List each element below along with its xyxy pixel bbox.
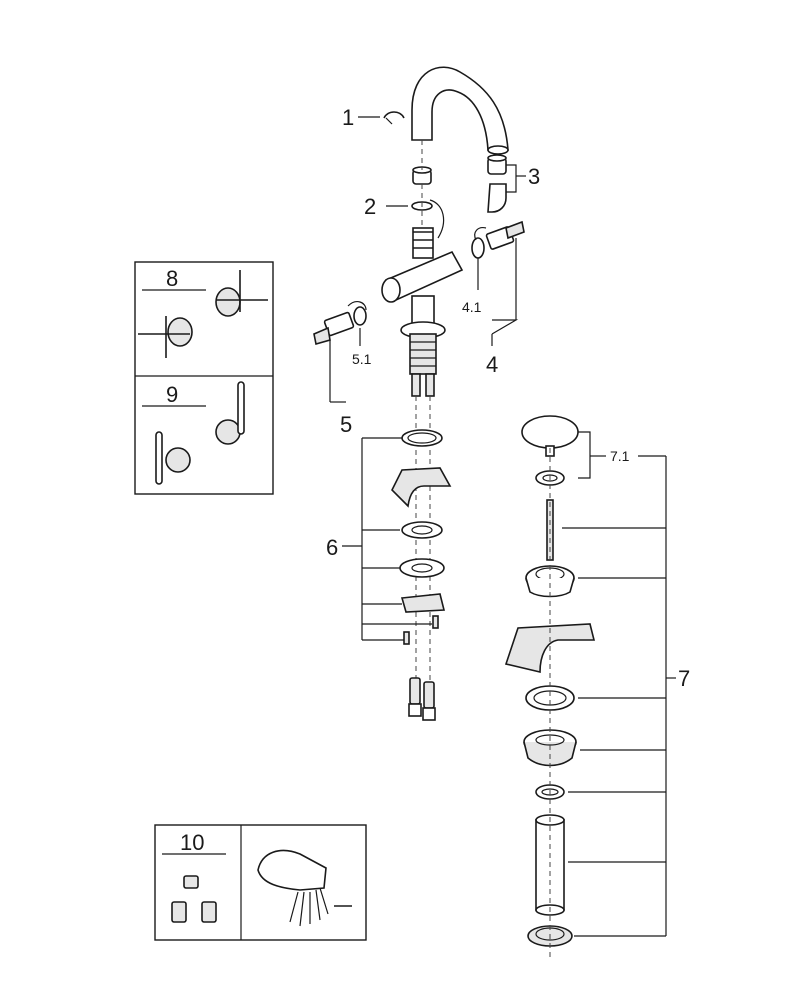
spout-spray-illustration — [257, 849, 352, 927]
callout-9: 9 — [166, 382, 178, 407]
callout-4-1: 4.1 — [462, 299, 482, 315]
callout-6: 6 — [326, 535, 338, 560]
callout-7-1: 7.1 — [610, 448, 630, 464]
callout-5: 5 — [340, 412, 352, 437]
aerator-parts — [171, 875, 217, 923]
callout-5-1: 5.1 — [352, 351, 372, 367]
callout-2: 2 — [364, 194, 376, 219]
callout-4: 4 — [486, 352, 498, 377]
cross-handle-right — [215, 270, 268, 317]
callout-10: 10 — [180, 830, 204, 855]
faucet-body — [381, 227, 464, 397]
callout-8: 8 — [166, 266, 178, 291]
aerator — [487, 154, 507, 213]
callout-7: 7 — [678, 666, 690, 691]
lever-handle-left — [155, 431, 191, 485]
callout-3: 3 — [528, 164, 540, 189]
spout — [383, 66, 509, 155]
lever-handle-right — [215, 381, 245, 445]
cross-handle-left — [138, 316, 193, 358]
callout-1: 1 — [342, 105, 354, 130]
mounting-kit — [391, 429, 452, 645]
aerator-option-box: 10 — [154, 824, 367, 941]
left-valve-cartridge — [313, 306, 367, 346]
supply-hoses — [408, 677, 436, 721]
handle-options-box: 8 9 — [134, 261, 274, 495]
right-valve-cartridge — [471, 220, 525, 259]
